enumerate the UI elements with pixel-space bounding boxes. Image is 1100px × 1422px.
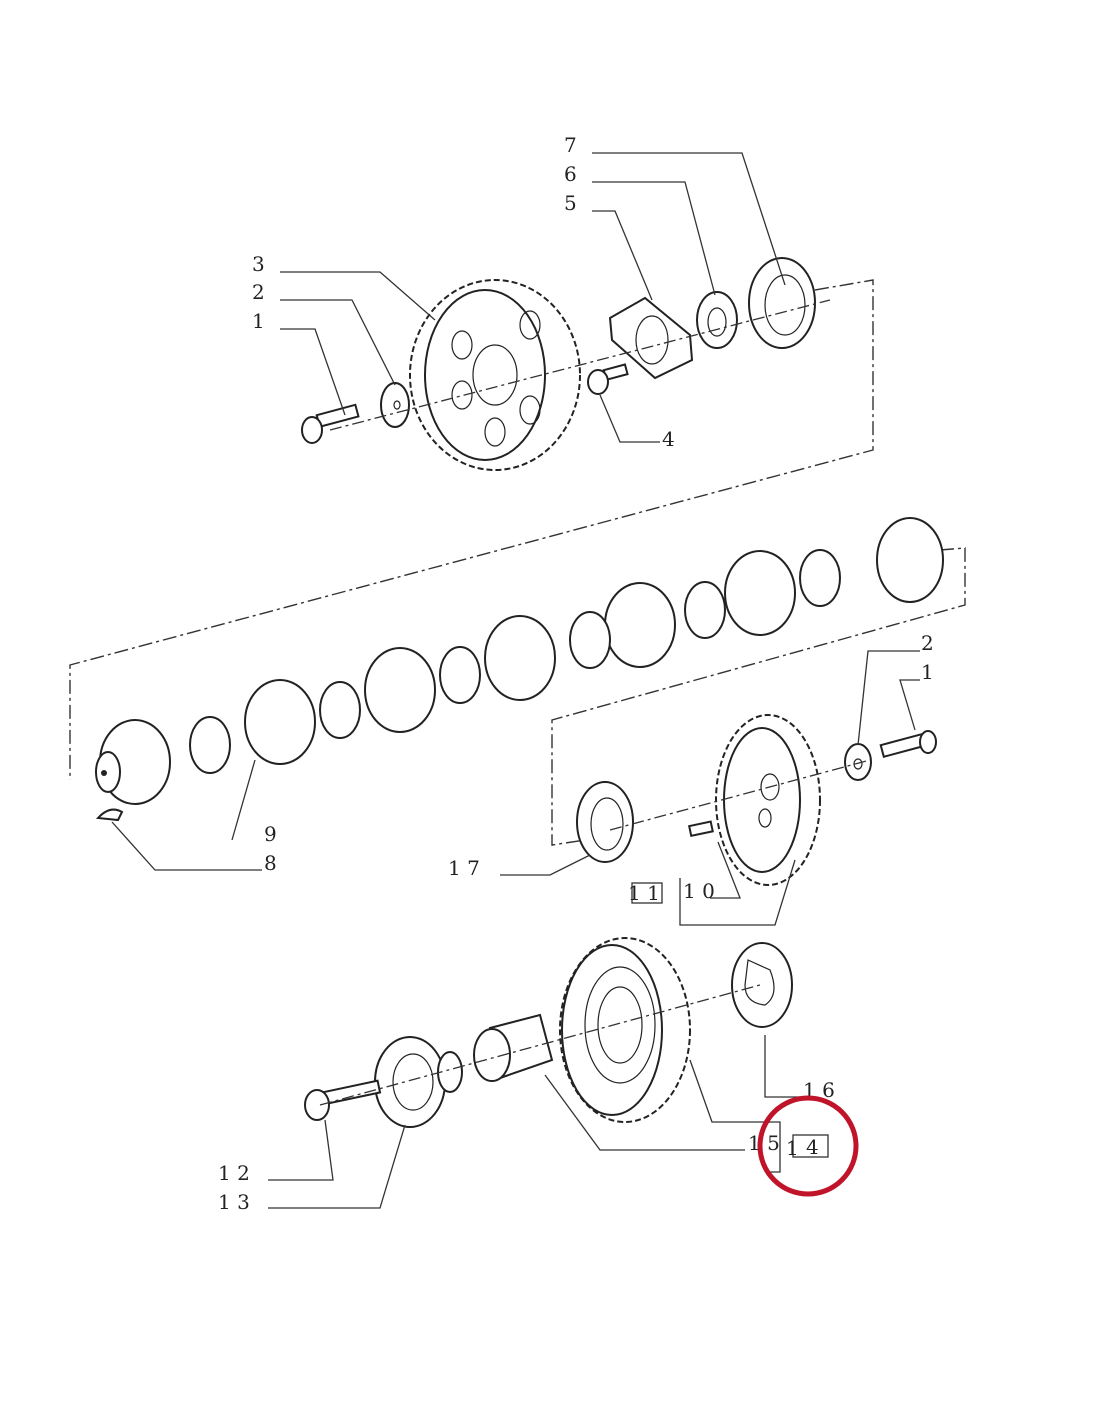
- label-13: 1 3: [218, 1190, 250, 1214]
- hub-13: [374, 1036, 463, 1128]
- washer-2-mid: [844, 743, 872, 781]
- label-10: 1 0: [683, 879, 715, 903]
- label-1-top: 1: [252, 309, 265, 333]
- camshaft-9: [95, 517, 944, 805]
- gear-14: [559, 937, 691, 1123]
- seal-17: [576, 781, 634, 863]
- highlight-circle: [757, 1095, 859, 1197]
- label-12: 1 2: [218, 1161, 250, 1185]
- label-11: 1 1: [628, 881, 660, 905]
- timing-gear-3: [409, 279, 581, 471]
- label-6: 6: [564, 162, 577, 186]
- bolt-12: [304, 1079, 382, 1121]
- thrust-washer-16: [731, 942, 793, 1028]
- frame-top-dashed: [69, 279, 874, 780]
- bushing-15: [473, 1013, 554, 1082]
- label-2-top: 2: [252, 280, 265, 304]
- bolt-1-top: [301, 403, 360, 444]
- ring-7: [748, 257, 816, 349]
- label-2-mid: 2: [921, 631, 934, 655]
- label-8: 8: [264, 851, 277, 875]
- frame-mid-dashed: [551, 547, 966, 846]
- plate-5: [608, 296, 694, 380]
- pin-11: [687, 820, 714, 838]
- screw-4: [587, 363, 629, 395]
- leader-lines: [111, 152, 920, 1209]
- gear-10: [715, 714, 821, 886]
- washer-2-top: [380, 382, 410, 428]
- label-4: 4: [662, 427, 675, 451]
- label-9: 9: [264, 822, 277, 846]
- key-8: [95, 808, 124, 822]
- label-14: 4: [806, 1135, 819, 1159]
- label-14-prefix: 1: [786, 1136, 799, 1160]
- label-7: 7: [564, 133, 577, 157]
- bolt-1-mid: [879, 730, 937, 758]
- label-15: 1 5: [748, 1131, 780, 1155]
- label-3: 3: [252, 252, 265, 276]
- label-5: 5: [564, 191, 577, 215]
- label-1-mid: 1: [921, 660, 934, 684]
- label-17: 1 7: [448, 856, 480, 880]
- seal-6: [696, 291, 738, 349]
